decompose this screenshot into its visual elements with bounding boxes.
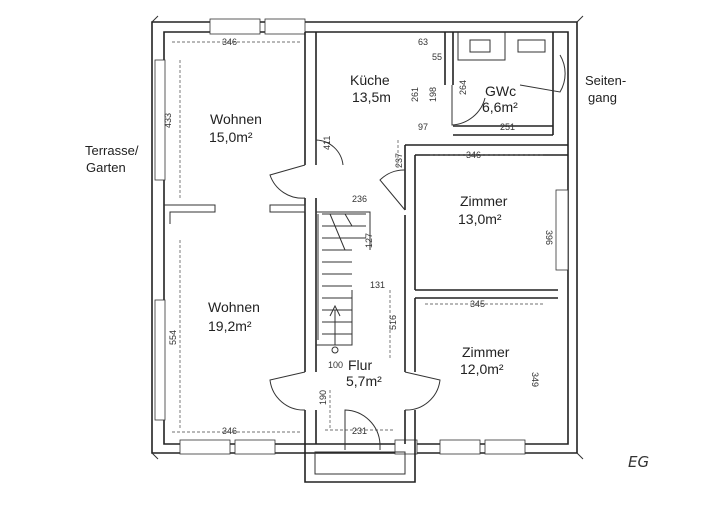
- dim-346-zimmer: 346: [466, 150, 481, 160]
- floor-label: EG: [628, 453, 649, 471]
- dimension-texts: 346 433 411 261 198 264 63 55 97 251 237…: [163, 37, 554, 436]
- room-labels: Wohnen 15,0m² Wohnen 19,2m² Küche 13,5m …: [208, 72, 518, 389]
- dim-345: 345: [470, 299, 485, 309]
- room-gwc-name: GWc: [485, 83, 516, 99]
- dim-63: 63: [418, 37, 428, 47]
- dim-100: 100: [328, 360, 343, 370]
- dim-346-bottom: 346: [222, 426, 237, 436]
- room-wohnen-bottom-name: Wohnen: [208, 299, 260, 315]
- dim-261: 261: [410, 87, 420, 102]
- room-gwc-area: 6,6m²: [482, 99, 518, 115]
- room-kueche-name: Küche: [350, 72, 390, 88]
- dim-346-top: 346: [222, 37, 237, 47]
- terrasse-label-line1: Terrasse/: [85, 143, 139, 158]
- dim-127: 127: [364, 233, 374, 248]
- room-flur-name: Flur: [348, 357, 372, 373]
- dim-411: 411: [322, 136, 332, 150]
- dim-554: 554: [168, 330, 178, 345]
- entrance-porch: [304, 444, 416, 483]
- room-kueche-area: 13,5m: [352, 89, 391, 105]
- seitengang-label-line1: Seiten-: [585, 73, 626, 88]
- dimension-lines: [172, 41, 545, 433]
- seitengang-label-line2: gang: [588, 90, 617, 105]
- outside-labels: Terrasse/ Garten Seiten- gang EG: [85, 73, 649, 471]
- dim-251: 251: [500, 122, 515, 132]
- dim-231: 231: [352, 426, 367, 436]
- room-zimmer-top-area: 13,0m²: [458, 211, 502, 227]
- dim-190: 190: [318, 390, 328, 405]
- room-wohnen-bottom-area: 19,2m²: [208, 318, 252, 334]
- dim-516: 516: [388, 315, 398, 330]
- dim-97: 97: [418, 122, 428, 132]
- dim-237: 237: [394, 153, 404, 168]
- dim-396: 396: [544, 230, 554, 245]
- dim-433: 433: [163, 113, 173, 128]
- staircase: [317, 213, 366, 354]
- room-zimmer-bottom-name: Zimmer: [462, 344, 510, 360]
- dim-236: 236: [352, 194, 367, 204]
- dim-131: 131: [370, 280, 385, 290]
- doors: [269, 32, 566, 445]
- room-flur-area: 5,7m²: [346, 373, 382, 389]
- room-zimmer-bottom-area: 12,0m²: [460, 361, 504, 377]
- room-wohnen-top-area: 15,0m²: [209, 129, 253, 145]
- dim-349: 349: [530, 372, 540, 387]
- room-wohnen-top-name: Wohnen: [210, 111, 262, 127]
- dim-198: 198: [428, 87, 438, 102]
- windows: [154, 18, 569, 455]
- dim-55: 55: [432, 52, 442, 62]
- terrasse-label-line2: Garten: [86, 160, 126, 175]
- room-zimmer-top-name: Zimmer: [460, 193, 508, 209]
- dim-264: 264: [458, 80, 468, 95]
